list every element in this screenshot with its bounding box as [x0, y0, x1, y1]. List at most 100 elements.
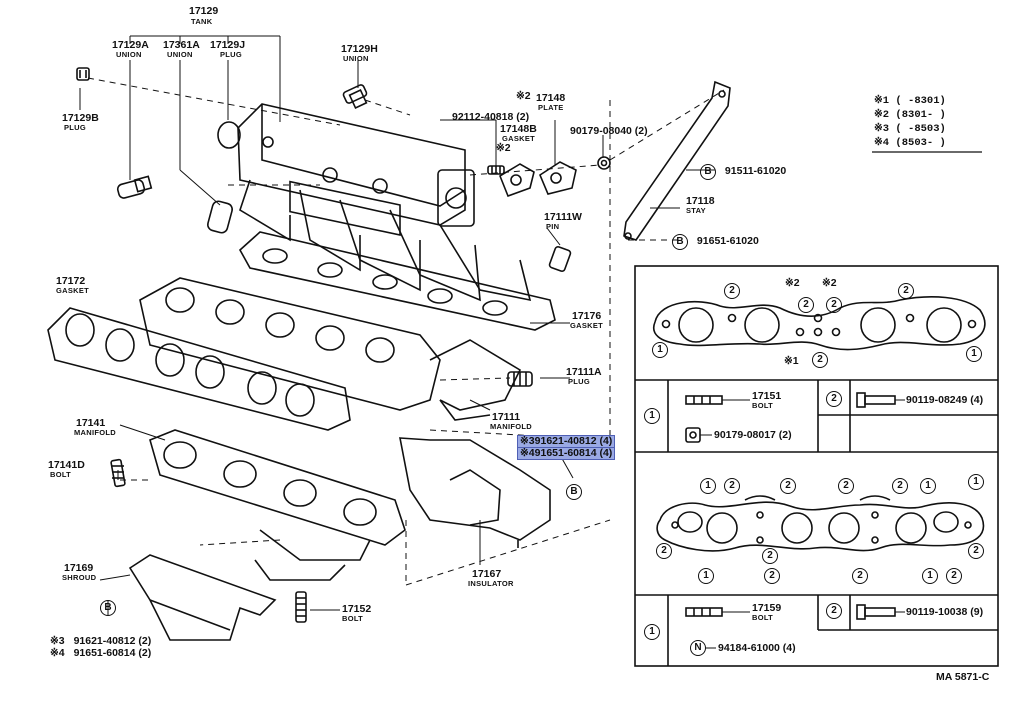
panel-mid-circle: 1 — [698, 568, 714, 584]
bolt-17151-icon — [685, 395, 723, 405]
circle-b-insulator: B — [566, 484, 582, 500]
union-17361a-part — [207, 200, 233, 234]
panel-mid-circle: 2 — [892, 478, 908, 494]
bolt-17151-pn: 17151 — [752, 390, 782, 402]
highlight-row-1[interactable]: ※391621-40812 (4) — [516, 435, 616, 448]
panel-top-circle: 2 — [898, 283, 914, 299]
panel-top-circle: 2 — [798, 297, 814, 313]
shroud-pn: 17169 — [64, 562, 94, 574]
panel-mid-circle: 2 — [968, 543, 984, 559]
circle-n-mark: N — [690, 640, 706, 656]
insulator-name: INSULATOR — [468, 579, 514, 588]
ref-90179-08017: 90179-08017 (2) — [714, 429, 792, 441]
plug-17111a-name: PLUG — [568, 377, 591, 386]
highlight-row-2[interactable]: ※491651-60814 (4) — [516, 447, 616, 460]
legend-row-4: ※4 (8503- ) — [874, 136, 946, 149]
plug-17129b-name: PLUG — [64, 123, 87, 132]
plug-17111a-pn: 17111A — [566, 366, 602, 378]
manifold-17141-name: MANIFOLD — [74, 428, 116, 437]
nut-90179-label: 90179-08040 (2) — [570, 125, 648, 137]
manifold-17111-part — [139, 277, 522, 421]
bottom-mark-2: ※4 — [50, 647, 65, 659]
panel-mid-circle: 2 — [852, 568, 868, 584]
legend-range: ( -8503) — [895, 123, 946, 135]
stay-pn: 17118 — [686, 195, 715, 207]
panel-top-circle: 1 — [966, 346, 982, 362]
gasket-17172-pn: 17172 — [56, 275, 86, 287]
plug-17129j-pn: 17129J — [210, 39, 246, 51]
panel-mid-circle: 2 — [656, 543, 672, 559]
gasket-mark: ※2 — [496, 142, 511, 154]
legend-mark: ※4 — [874, 137, 890, 149]
panel-mid-circle: 1 — [968, 474, 984, 490]
insulator-17167-part — [399, 437, 551, 548]
manifold-17111-pn: 17111 — [492, 411, 521, 423]
union-17361a-pn: 17361A — [163, 39, 200, 51]
panel-mid-circle: 2 — [764, 568, 780, 584]
panel-gasket-mid — [656, 495, 985, 552]
manifold-17141-pn: 17141 — [76, 417, 106, 429]
bolt-17152-name: BOLT — [342, 614, 364, 623]
table-bot-circle-2: 2 — [826, 603, 842, 619]
union-17129h-part — [342, 84, 368, 109]
gasket-17148b-part — [499, 163, 535, 198]
panel-gasket-top — [653, 296, 986, 351]
bolt-17141d-name: BOLT — [50, 470, 72, 479]
nut-90179-08017-icon — [685, 427, 701, 443]
table-top-circle-1: 1 — [644, 408, 660, 424]
legend-range: (8503- ) — [895, 137, 946, 149]
bottom-part-row-1: ※3 91621-40812 (2) — [50, 636, 151, 647]
union-17129a-name: UNION — [116, 50, 142, 59]
circle-b-91651: B — [672, 234, 688, 250]
circle-b-91511: B — [700, 164, 716, 180]
bolt-17141d-part — [110, 458, 126, 488]
panel-mid-circle: 2 — [780, 478, 796, 494]
panel-top-circle: 2 — [724, 283, 740, 299]
panel-mid-circle: 2 — [762, 548, 778, 564]
gasket-17176-name: GASKET — [570, 321, 604, 330]
gasket-17176-pn: 17176 — [572, 310, 602, 322]
pin-name: PIN — [546, 222, 560, 231]
bolt-17159-name: BOLT — [752, 613, 774, 622]
bolt-17151-name: BOLT — [752, 401, 774, 410]
panel-mid-circle: 2 — [946, 568, 962, 584]
legend-row-2: ※2 (8301- ) — [874, 108, 946, 121]
hl-part-91621: 91621-40812 (4) — [534, 435, 613, 447]
bolt-17159-icon — [685, 607, 723, 617]
panel-mid-circle: 2 — [838, 478, 854, 494]
bolt-90119-08249-icon — [856, 392, 896, 408]
legend-mark: ※1 — [874, 95, 890, 107]
legend-mark: ※2 — [874, 109, 890, 121]
hl-part-91651: 91651-60814 (4) — [534, 447, 613, 459]
ref-90119-08249: 90119-08249 (4) — [906, 394, 984, 406]
tank-17129-part — [237, 103, 532, 302]
gasket-17148b-pn: 17148B — [500, 123, 537, 135]
panel-top-mark-2a: ※2 — [785, 277, 800, 289]
ref-94184-61000: 94184-61000 (4) — [718, 642, 796, 654]
b-mark-icon: B — [566, 484, 582, 500]
manifold-17141-part — [149, 429, 406, 581]
stay-17118-part — [623, 80, 731, 241]
panel-top-mark-2b: ※2 — [822, 277, 837, 289]
reference-panel-frame — [634, 265, 999, 667]
manifold-17111-name: MANIFOLD — [490, 422, 532, 431]
b-mark-icon: B — [100, 600, 116, 616]
legend-range: ( -8301) — [895, 95, 946, 107]
bottom-mark-1: ※3 — [50, 635, 65, 647]
legend-mark: ※3 — [874, 123, 890, 135]
legend-row-1: ※1 ( -8301) — [874, 94, 946, 107]
union-17129a-part — [116, 175, 153, 199]
gasket-17176-part — [238, 231, 556, 331]
bolt-17152-pn: 17152 — [342, 603, 372, 615]
bolt-17159-pn: 17159 — [752, 602, 782, 614]
panel-mid-circle: 1 — [922, 568, 938, 584]
plate-pn: 17148 — [536, 92, 566, 104]
bolt-91651-row: B 91651-61020 — [672, 234, 759, 250]
panel-mid-circle: 1 — [700, 478, 716, 494]
diagram-code: MA 5871-C — [936, 671, 990, 683]
bolt-91511-row: B 91511-61020 — [700, 164, 786, 180]
shroud-name: SHROUD — [62, 573, 97, 582]
plate-mark: ※2 — [516, 90, 531, 102]
pin-pn: 17111W — [544, 211, 582, 223]
